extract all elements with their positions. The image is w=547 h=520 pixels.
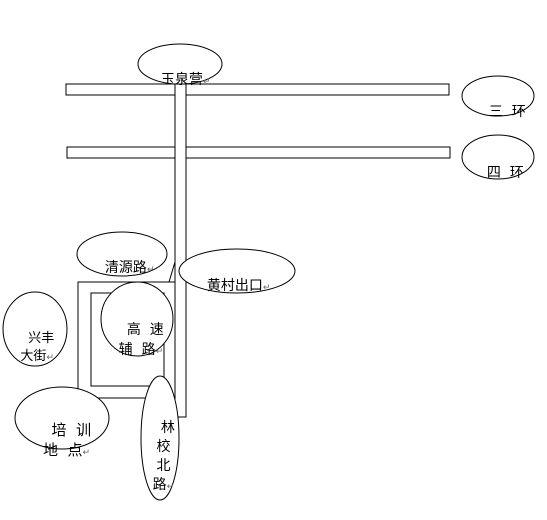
- expressway-aux-bubble: [100, 281, 174, 357]
- xingfeng-street-text: 兴丰 大街: [20, 331, 55, 364]
- expressway-aux-label: 高 速 辅 路↵: [118, 300, 164, 362]
- huangcun-exit-label: 黄村出口↵: [198, 262, 271, 296]
- paragraph-mark: ↵: [202, 77, 211, 87]
- fourth-ring-label: 四 环: [478, 149, 524, 181]
- qingyuan-road-label: 清源路↵: [96, 244, 155, 278]
- xingfeng-street-label: 兴丰 大街↵: [20, 312, 54, 367]
- huangcun-exit-text: 黄村出口: [206, 278, 263, 294]
- paragraph-mark: ↵: [46, 353, 54, 363]
- third-ring-road: [65, 83, 450, 96]
- fourth-ring-road: [66, 146, 451, 159]
- expressway-aux-text: 高 速 辅 路: [118, 322, 164, 358]
- third-ring-text: 三 环: [488, 104, 526, 120]
- huangcun-exit-bubble: [178, 248, 296, 294]
- qingyuan-road-bubble: [76, 231, 168, 277]
- qingyuan-road-text: 清源路: [104, 260, 147, 276]
- yuquanying-text: 玉泉营: [160, 72, 203, 88]
- fourth-ring-text: 四 环: [486, 165, 524, 181]
- xingfeng-street-bubble: [2, 291, 68, 367]
- training-site-bubble: [14, 386, 110, 450]
- third-ring-label: 三 环: [480, 88, 526, 120]
- paragraph-mark: ↵: [82, 448, 91, 458]
- linxiao-north-road-text: 林 校 北 路: [152, 420, 175, 493]
- linxiao-north-road-bubble: [140, 375, 180, 501]
- linxiao-north-road-label: 林 校 北 路↵: [152, 400, 175, 497]
- paragraph-mark: ↵: [146, 265, 155, 275]
- fourth-ring-bubble: [461, 134, 535, 180]
- third-ring-bubble: [461, 75, 535, 117]
- paragraph-mark: ↵: [155, 347, 164, 357]
- training-site-text: 培 训 地 点: [43, 421, 92, 459]
- yuquanying-bubble: [137, 43, 223, 85]
- paragraph-mark: ↵: [166, 482, 175, 492]
- training-site-label: 培 训 地 点↵: [42, 400, 91, 463]
- yuquanying-label: 玉泉营↵: [152, 56, 211, 90]
- jingkai-expressway: [174, 83, 187, 418]
- paragraph-mark: ↵: [262, 283, 271, 293]
